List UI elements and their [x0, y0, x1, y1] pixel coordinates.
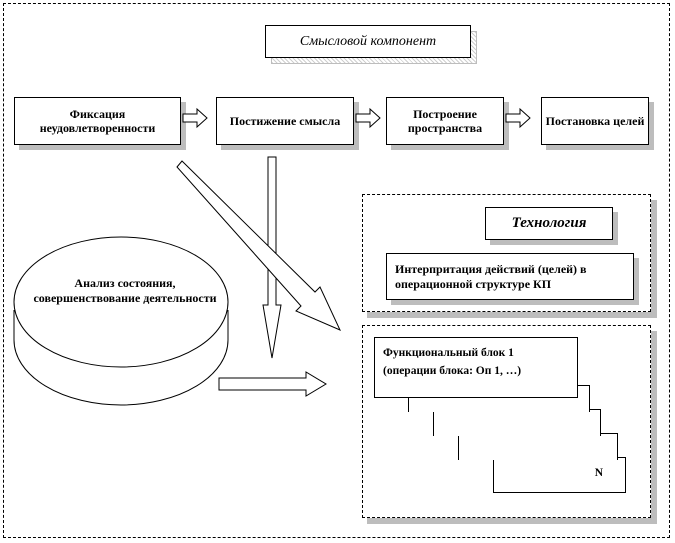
technology-title: Технология: [485, 207, 613, 240]
outer-frame: [3, 3, 670, 538]
functional-block-1: Функциональный блок 1 (операции блока: О…: [374, 337, 578, 398]
step-arrows: [182, 107, 531, 129]
step-box-goals: Постановка целей: [541, 97, 649, 145]
step-box-fixation: Фиксация неудовлетворенности: [14, 97, 181, 145]
arrow-step-1-2: [182, 107, 208, 129]
functional-block-n: N: [493, 457, 626, 493]
functional-block-stack-3: [458, 433, 618, 460]
step-box-meaning: Постижение смысла: [216, 97, 354, 145]
analysis-label: Анализ состояния, совершенствование деят…: [33, 276, 217, 305]
interpretation-box: Интерпритация действий (целей) в операци…: [386, 253, 634, 300]
functional-block-1-title: Функциональный блок 1: [383, 347, 514, 359]
diagram-title: Смысловой компонент: [265, 25, 471, 58]
arrow-diagonal-fixation: [176, 160, 342, 331]
step-box-space: Построение пространства: [386, 97, 504, 145]
functional-block-n-label: N: [594, 467, 603, 479]
arrow-step-2-3: [355, 107, 381, 129]
arrow-to-functional: [218, 371, 327, 397]
arrow-step-3-4: [505, 107, 531, 129]
analysis-disk: [13, 236, 229, 406]
functional-block-1-ops: (операции блока: Оп 1, …): [383, 365, 522, 377]
